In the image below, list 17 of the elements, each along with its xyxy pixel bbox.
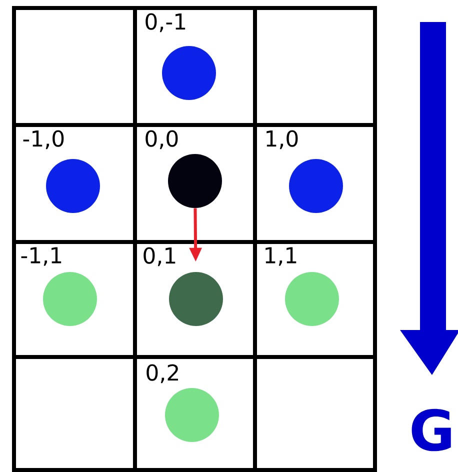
cell-label: 0,1 [144, 247, 176, 266]
circle-dot [46, 159, 100, 213]
cell-label: -1,0 [23, 130, 64, 150]
cell-label: 0,0 [146, 130, 178, 150]
circle-dot [289, 159, 343, 213]
circle-dot [43, 272, 97, 326]
cell-label: 1,1 [266, 247, 296, 266]
circle-dot [168, 154, 222, 208]
cell-label: 0,2 [146, 364, 178, 384]
cell-label: 0,-1 [146, 13, 186, 32]
cell-label: 1,0 [266, 130, 298, 150]
cell-label: -1,1 [21, 247, 62, 266]
circle-dot [169, 272, 223, 326]
circle-dot [285, 272, 339, 326]
gravity-label: G [412, 408, 451, 452]
circle-dot [162, 46, 216, 100]
circle-dot [165, 388, 219, 442]
